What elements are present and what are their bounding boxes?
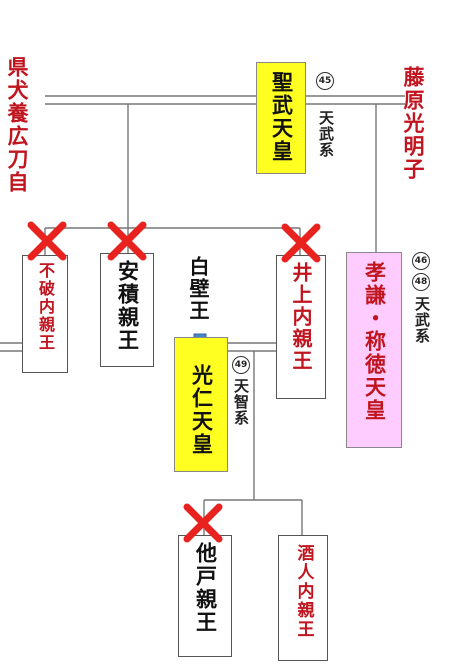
asaka-name: 安積親王	[115, 260, 140, 352]
cross-mark-icon	[183, 503, 223, 543]
osabe-box: 他戸親王	[178, 535, 232, 657]
agatamo-name: 県犬養広刀自	[5, 56, 29, 194]
osabe-name: 他戸親王	[193, 542, 218, 634]
lineage-tenmu-1-text: 天武系	[317, 110, 335, 158]
shirakabe-name: 白壁王	[186, 256, 210, 322]
shomu-box: 聖武天皇	[256, 62, 306, 174]
lineage-tenmu-1: 天武系	[317, 110, 335, 162]
lineage-tenji: 天智系	[232, 378, 250, 430]
inoue-box: 井上内親王	[276, 255, 326, 399]
koken-name: 孝謙・称徳天皇	[362, 261, 387, 422]
fujiwara-name: 藤原光明子	[401, 66, 425, 181]
fujiwara-label: 藤原光明子	[401, 66, 425, 185]
sakahito-name: 酒人内親王	[293, 544, 314, 639]
konin-box: 光仁天皇	[174, 337, 228, 472]
shomu-number: 45	[316, 72, 334, 90]
koken-number-46: 46	[412, 252, 430, 270]
shirakabe-label: 白壁王	[186, 256, 210, 326]
cross-mark-icon	[281, 223, 321, 263]
lineage-tenmu-2: 天武系	[413, 296, 431, 348]
cross-mark-icon	[107, 221, 147, 261]
konin-number: 49	[232, 356, 250, 374]
lineage-tenmu-2-text: 天武系	[413, 296, 431, 344]
agatamo-label: 県犬養広刀自	[5, 56, 29, 198]
koken-number-48: 48	[412, 273, 430, 291]
shomu-name: 聖武天皇	[269, 71, 294, 163]
konin-name: 光仁天皇	[189, 364, 214, 456]
fuwa-name: 不破内親王	[36, 262, 55, 352]
fuwa-box: 不破内親王	[22, 255, 68, 373]
asaka-box: 安積親王	[100, 253, 154, 367]
koken-box: 孝謙・称徳天皇	[346, 252, 402, 448]
sakahito-box: 酒人内親王	[278, 535, 328, 661]
cross-mark-icon	[27, 221, 67, 261]
lineage-tenji-text: 天智系	[232, 378, 250, 426]
inoue-name: 井上内親王	[289, 262, 313, 372]
